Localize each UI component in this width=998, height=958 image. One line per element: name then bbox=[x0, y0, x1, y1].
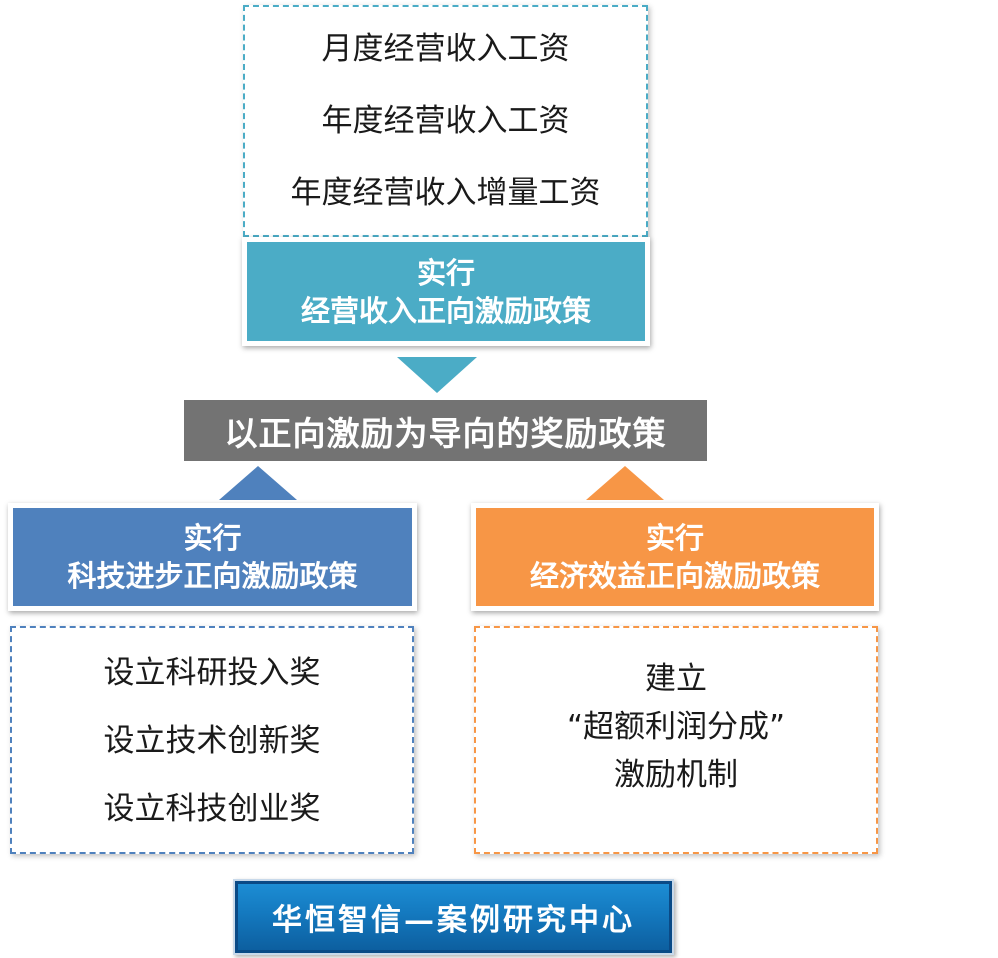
top-item-3: 年度经营收入增量工资 bbox=[290, 175, 601, 211]
central-policy-title: 以正向激励为导向的奖励政策 bbox=[184, 400, 707, 461]
left-banner-line1: 实行 bbox=[183, 521, 242, 555]
right-banner-line2: 经济效益正向激励政策 bbox=[529, 559, 820, 593]
right-items-box: 建立 “超额利润分成” 激励机制 bbox=[474, 626, 878, 854]
left-item-1: 设立科研投入奖 bbox=[103, 655, 321, 691]
footer-brand-plate: 华恒智信—案例研究中心 bbox=[233, 879, 674, 955]
right-line-2: “超额利润分成” bbox=[566, 709, 786, 745]
right-line-3: 激励机制 bbox=[614, 757, 738, 793]
left-item-2: 设立技术创新奖 bbox=[103, 723, 321, 759]
left-policy-banner: 实行 科技进步正向激励政策 bbox=[8, 503, 417, 611]
top-banner-line1: 实行 bbox=[416, 255, 475, 290]
top-banner-line2: 经营收入正向激励政策 bbox=[300, 293, 591, 328]
right-policy-banner: 实行 经济效益正向激励政策 bbox=[471, 503, 879, 611]
down-arrow-icon bbox=[397, 357, 477, 393]
top-items-box: 月度经营收入工资 年度经营收入工资 年度经营收入增量工资 bbox=[243, 5, 648, 237]
left-item-3: 设立科技创业奖 bbox=[103, 791, 321, 827]
top-policy-banner: 实行 经营收入正向激励政策 bbox=[242, 237, 650, 346]
top-item-2: 年度经营收入工资 bbox=[321, 103, 570, 139]
top-item-1: 月度经营收入工资 bbox=[321, 31, 570, 67]
right-banner-line1: 实行 bbox=[645, 521, 704, 555]
up-arrow-left-icon bbox=[219, 466, 297, 500]
footer-brand-label: 华恒智信—案例研究中心 bbox=[272, 903, 635, 938]
right-line-1: 建立 bbox=[645, 661, 707, 697]
up-arrow-right-icon bbox=[586, 466, 664, 500]
left-banner-line2: 科技进步正向激励政策 bbox=[67, 559, 358, 593]
left-items-box: 设立科研投入奖 设立技术创新奖 设立科技创业奖 bbox=[10, 626, 414, 854]
